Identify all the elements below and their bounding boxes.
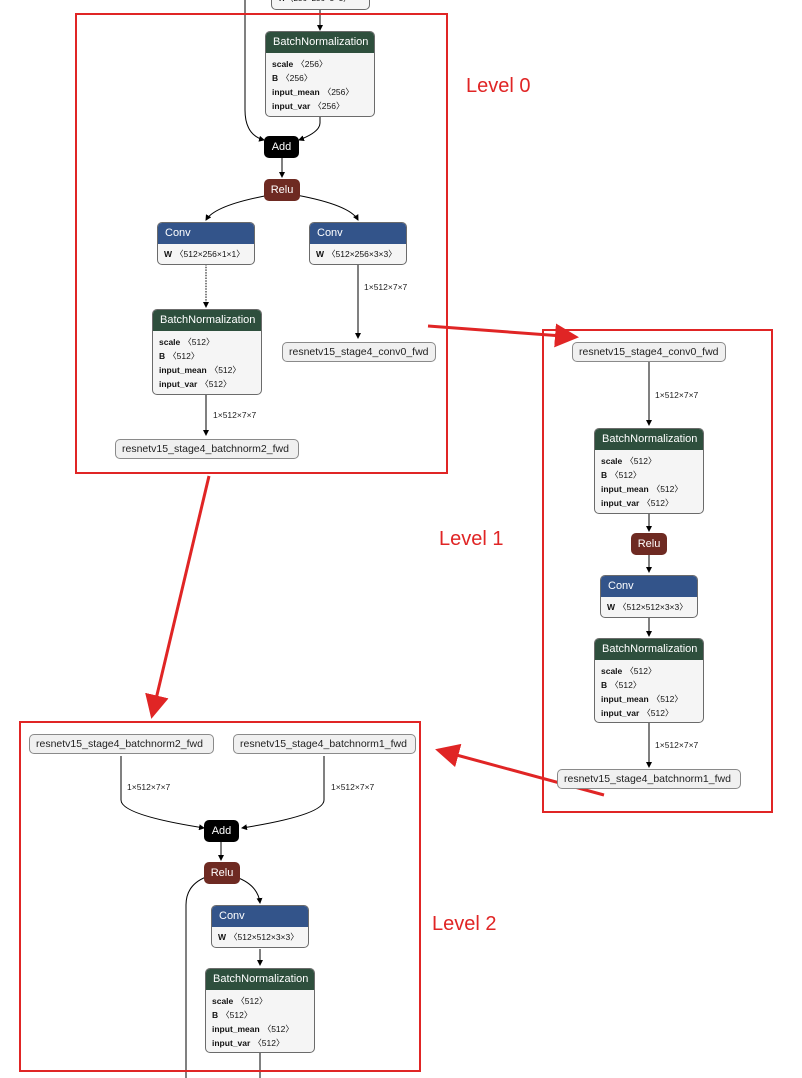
input-tensor-batchnorm1[interactable]: resnetv15_stage4_batchnorm1_fwd [233,734,416,754]
attr-scale: scale〈256〉 [272,59,328,69]
attr-b: B〈512〉 [159,351,200,361]
edge-label-shape: 1×512×7×7 [127,782,171,792]
conv-node-level0-right[interactable]: Conv W〈512×256×3×3〉 [309,222,407,265]
attr-input-mean: input_mean〈512〉 [212,1024,294,1034]
input-tensor-batchnorm2[interactable]: resnetv15_stage4_batchnorm2_fwd [29,734,214,754]
edge-label-shape: 1×512×7×7 [364,282,408,292]
input-weight-shape: W〈256×256×3×3〉 [272,0,369,3]
relu-node-level2[interactable]: Relu [204,862,240,884]
node-title: Conv [212,906,308,927]
attr-scale: scale〈512〉 [212,996,268,1006]
node-title: Conv [310,223,406,244]
attr-b: B〈512〉 [601,470,642,480]
conv-node-level2[interactable]: Conv W〈512×512×3×3〉 [211,905,309,948]
level1-label: Level 1 [439,528,504,550]
conv-node-level1[interactable]: Conv W〈512×512×3×3〉 [600,575,698,618]
edge-label-shape: 1×512×7×7 [213,410,257,420]
batchnorm-node-level2[interactable]: BatchNormalization scale〈512〉 B〈512〉 inp… [205,968,315,1053]
node-title: BatchNormalization [266,32,374,53]
output-tensor-conv0[interactable]: resnetv15_stage4_conv0_fwd [282,342,436,362]
node-title: BatchNormalization [206,969,314,990]
attr-scale: scale〈512〉 [601,456,657,466]
attr-input-var: input_var〈512〉 [212,1038,285,1048]
add-node-level0[interactable]: Add [264,136,299,158]
node-title: Conv [158,223,254,244]
output-tensor-batchnorm1[interactable]: resnetv15_stage4_batchnorm1_fwd [557,769,741,789]
level0-label: Level 0 [466,75,531,97]
attr-input-mean: input_mean〈512〉 [601,694,683,704]
level2-highlight-box [19,721,421,1072]
node-title: BatchNormalization [595,429,703,450]
attr-b: B〈512〉 [212,1010,253,1020]
node-title: BatchNormalization [595,639,703,660]
conv-node-level0-left[interactable]: Conv W〈512×256×1×1〉 [157,222,255,265]
batchnorm-node-level0-top[interactable]: BatchNormalization scale〈256〉 B〈256〉 inp… [265,31,375,117]
relu-node-level0[interactable]: Relu [264,179,300,201]
attr-input-var: input_var〈256〉 [272,101,345,111]
attr-input-mean: input_mean〈512〉 [159,365,241,375]
attr-b: B〈512〉 [601,680,642,690]
attr-input-var: input_var〈512〉 [601,708,674,718]
batchnorm-node-level0-bottom[interactable]: BatchNormalization scale〈512〉 B〈512〉 inp… [152,309,262,395]
attr-b: B〈256〉 [272,73,313,83]
attr-input-mean: input_mean〈256〉 [272,87,354,97]
output-tensor-batchnorm2[interactable]: resnetv15_stage4_batchnorm2_fwd [115,439,299,459]
arrow-level0-to-level1 [427,323,579,348]
arrow-level0-to-level2 [145,475,211,719]
edge-label-shape: 1×512×7×7 [331,782,375,792]
attr-input-mean: input_mean〈512〉 [601,484,683,494]
attr-input-var: input_var〈512〉 [159,379,232,389]
level1-highlight-box [542,329,773,813]
relu-node-level1[interactable]: Relu [631,533,667,555]
batchnorm-node-level1-b[interactable]: BatchNormalization scale〈512〉 B〈512〉 inp… [594,638,704,723]
level2-label: Level 2 [432,913,497,935]
attr-input-var: input_var〈512〉 [601,498,674,508]
attr-scale: scale〈512〉 [159,337,215,347]
node-title: Conv [601,576,697,597]
edge-label-shape: 1×512×7×7 [655,390,699,400]
batchnorm-node-level1-a[interactable]: BatchNormalization scale〈512〉 B〈512〉 inp… [594,428,704,514]
add-node-level2[interactable]: Add [204,820,239,842]
node-title: BatchNormalization [153,310,261,331]
attr-scale: scale〈512〉 [601,666,657,676]
edge-label-shape: 1×512×7×7 [655,740,699,750]
input-weight-node-truncated[interactable]: W〈256×256×3×3〉 [271,0,370,10]
level0-highlight-box [75,13,448,474]
input-tensor-conv0[interactable]: resnetv15_stage4_conv0_fwd [572,342,726,362]
